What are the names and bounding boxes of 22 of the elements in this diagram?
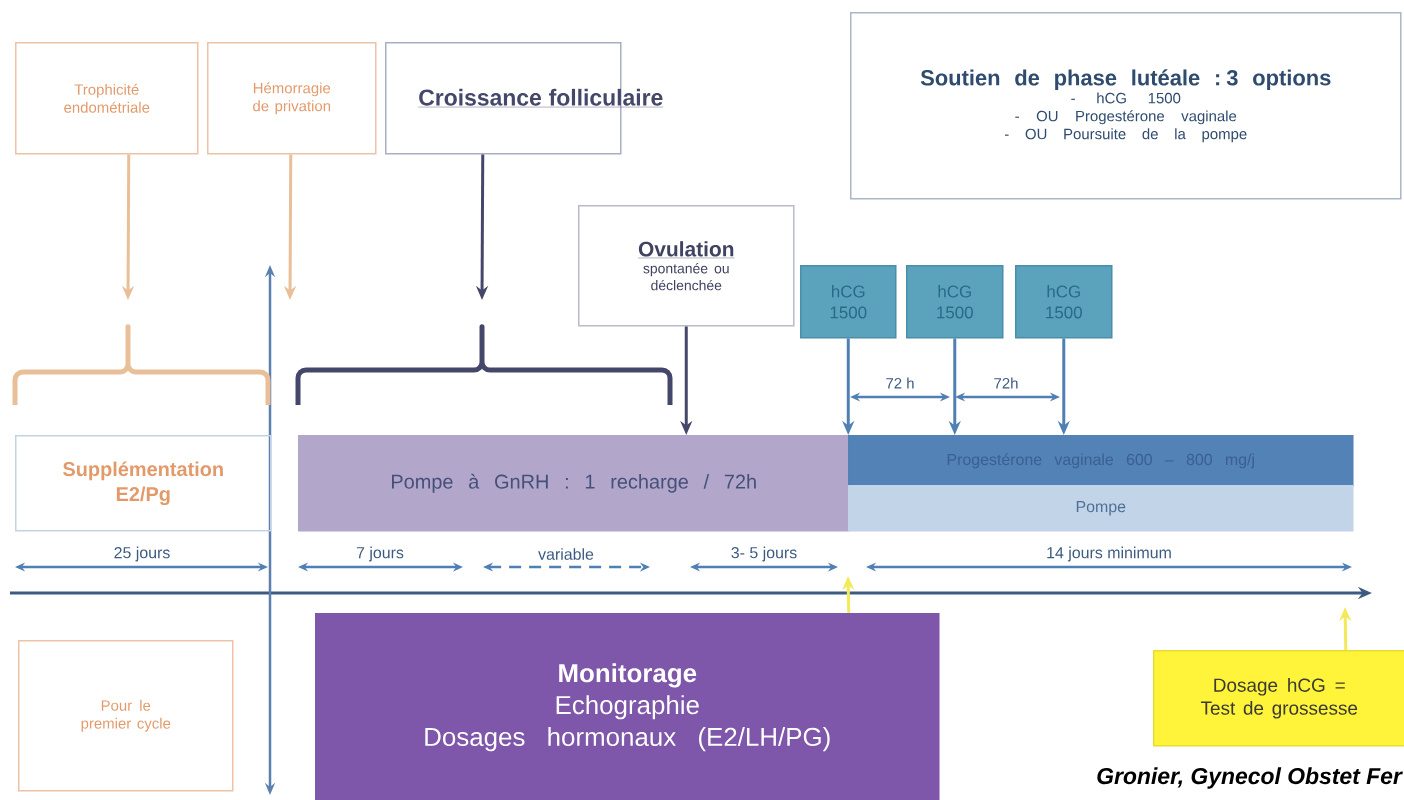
phase-bar: Pompe à GnRH : 1 recharge / 72h: [298, 435, 850, 532]
test-box: Dosage hCG = Test de grossesse: [1153, 650, 1404, 747]
info-box: Soutien de phase lutéale : 3 options - hCG 1500 - OU Progestérone vaginale - OU Poursuite de la pompe: [850, 12, 1402, 200]
dimension-label: 7 jours: [355, 545, 405, 563]
process-box: Hémorragie de privation: [207, 42, 377, 155]
dimension-label: 14 jours minimum: [1045, 545, 1173, 563]
citation: Gronier, Gynecol Obstet Fer: [1097, 767, 1403, 789]
monitoring-box: Monitorage Echographie Dosages hormonaux (E2/LH/PG): [315, 613, 940, 800]
dimension-label: 25 jours: [112, 545, 172, 563]
phase-bar: Pompe: [848, 485, 1354, 532]
dimension-label: 3- 5 jours: [729, 545, 799, 563]
note-box: Pour le premier cycle: [18, 640, 234, 792]
process-box: Ovulation spontanée ou déclenchée: [578, 205, 795, 327]
dimension-label: 72 h: [884, 376, 916, 390]
phase-box: Supplémentation E2/Pg: [15, 435, 272, 532]
injection-box: hCG 1500: [1015, 265, 1113, 339]
dimension-label: 72h: [992, 376, 1020, 390]
injection-box: hCG 1500: [800, 265, 897, 339]
process-box: Trophicité endométriale: [15, 42, 199, 155]
process-box: Croissance folliculaire: [385, 42, 664, 155]
injection-box: hCG 1500: [906, 265, 1004, 339]
dimension-label: variable: [537, 547, 595, 561]
